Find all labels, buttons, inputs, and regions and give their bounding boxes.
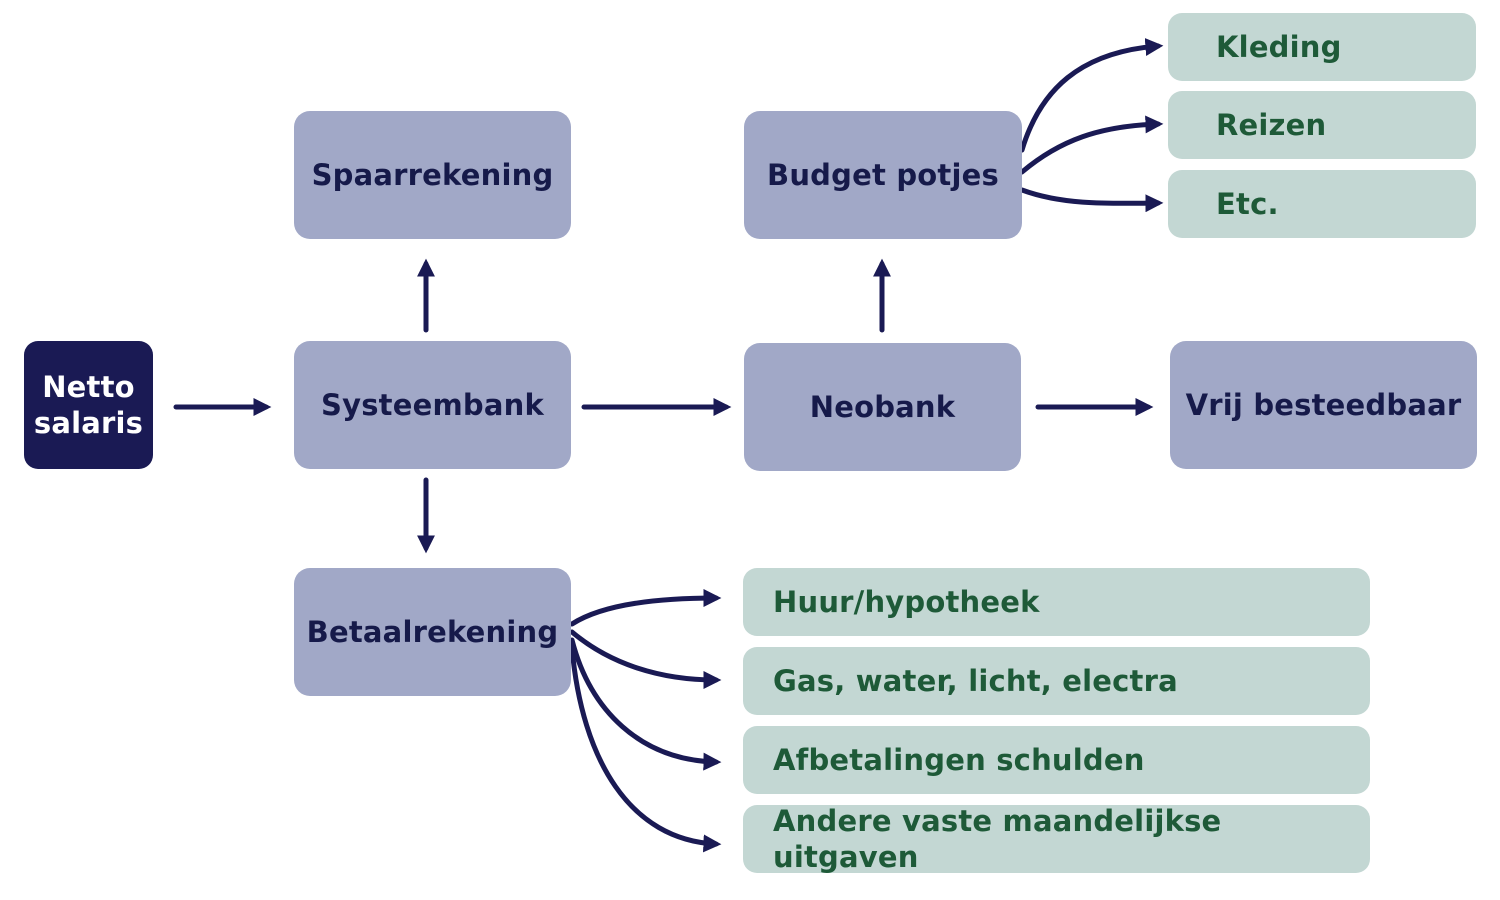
- huur-label: Huur/hypotheek: [773, 584, 1040, 619]
- node-systeembank: Systeembank: [294, 341, 571, 469]
- arrow-betaal-gas: [569, 629, 722, 689]
- leaf-reizen: Reizen: [1168, 91, 1476, 159]
- leaf-andere-uitgaven: Andere vaste maandelijkse uitgaven: [743, 803, 1370, 874]
- vrij-label: Vrij besteedbaar: [1185, 387, 1462, 422]
- etc-label: Etc.: [1216, 186, 1279, 221]
- arrow-betaal-andere: [569, 645, 722, 853]
- andere-label: Andere vaste maandelijkse uitgaven: [773, 803, 1222, 874]
- budget-label: Budget potjes: [767, 157, 999, 192]
- afbetalingen-label: Afbetalingen schulden: [773, 742, 1145, 777]
- arrow-budget-kleding: [1019, 37, 1164, 153]
- reizen-label: Reizen: [1216, 107, 1327, 142]
- node-vrij-besteedbaar: Vrij besteedbaar: [1170, 341, 1477, 469]
- spaarrekening-label: Spaarrekening: [311, 157, 554, 192]
- arrow-betaal-afbetalingen: [569, 637, 722, 771]
- leaf-gas-water-licht: Gas, water, licht, electra: [743, 647, 1370, 715]
- kleding-label: Kleding: [1216, 29, 1342, 64]
- node-netto-salaris: Netto salaris: [24, 341, 153, 469]
- gas-label: Gas, water, licht, electra: [773, 663, 1178, 698]
- betaalrekening-label: Betaalrekening: [306, 614, 559, 649]
- node-betaalrekening: Betaalrekening: [294, 568, 571, 696]
- systeembank-label: Systeembank: [321, 387, 544, 422]
- node-budget-potjes: Budget potjes: [744, 111, 1022, 239]
- netto-line1: Netto: [42, 369, 135, 404]
- neobank-label: Neobank: [809, 389, 956, 424]
- node-spaarrekening: Spaarrekening: [294, 111, 571, 239]
- arrow-betaal-huur: [569, 589, 722, 627]
- leaf-kleding: Kleding: [1168, 13, 1476, 81]
- leaf-afbetalingen: Afbetalingen schulden: [743, 726, 1370, 794]
- leaf-etc: Etc.: [1168, 170, 1476, 238]
- netto-line2: salaris: [33, 406, 144, 440]
- node-neobank: Neobank: [744, 343, 1021, 471]
- leaf-huur-hypotheek: Huur/hypotheek: [743, 568, 1370, 636]
- arrow-budget-etc: [1019, 187, 1164, 213]
- arrow-budget-reizen: [1019, 115, 1164, 175]
